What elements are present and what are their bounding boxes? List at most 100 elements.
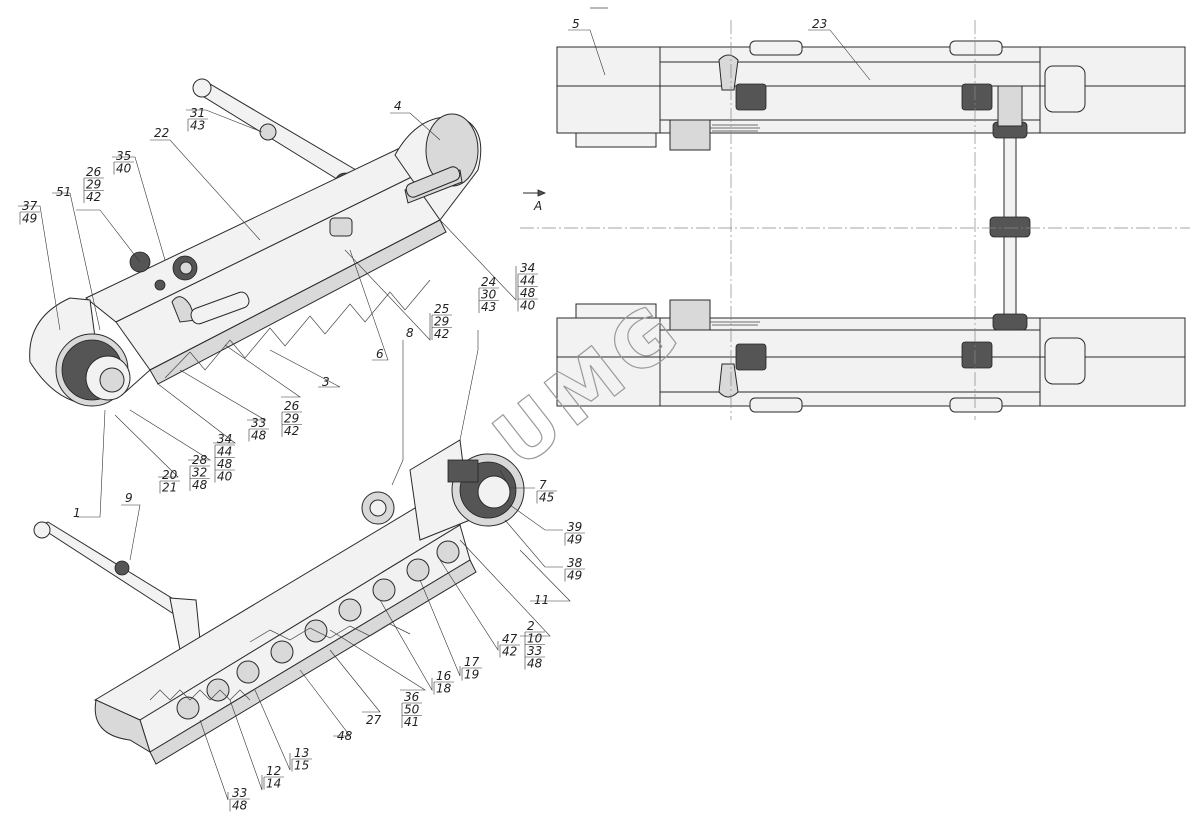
callout-number: 10 <box>527 632 543 646</box>
callout-number: 37 <box>22 199 38 213</box>
callout-number: 48 <box>527 657 543 671</box>
callout-number: 24 <box>481 275 496 289</box>
callout-number: 12 <box>266 764 281 778</box>
callout-number: 33 <box>232 786 247 800</box>
callout-number: 29 <box>284 412 299 426</box>
callout-number: 41 <box>404 715 419 729</box>
callout-number: 34 <box>217 432 232 446</box>
callout-number: 43 <box>481 300 496 314</box>
callout-number: 42 <box>502 645 517 659</box>
callout-c1: 1 <box>73 506 81 520</box>
callouts: 1210334834567458911222324304325294226294… <box>19 17 827 813</box>
callout-number: 4 <box>394 99 402 113</box>
callout-number: 3 <box>322 375 330 389</box>
callout-number: 42 <box>284 424 299 438</box>
callout-number: 49 <box>22 212 37 226</box>
callout-c8: 8 <box>406 326 414 340</box>
callout-number: 36 <box>404 690 420 704</box>
callout-number: 48 <box>217 457 233 471</box>
callout-number: 13 <box>294 746 309 760</box>
callout-number: 9 <box>125 491 133 505</box>
callout-c5: 5 <box>572 17 580 31</box>
callout-number: 45 <box>539 491 554 505</box>
callout-number: 50 <box>404 703 420 717</box>
callout-c23: 23 <box>812 17 827 31</box>
callout-number: 34 <box>520 261 535 275</box>
callout-number: 44 <box>217 445 232 459</box>
callout-number: 30 <box>481 288 497 302</box>
lower-track-assembly <box>33 439 525 765</box>
callout-number: 15 <box>294 759 309 773</box>
callout-number: 48 <box>337 729 353 743</box>
callout-number: 38 <box>567 556 583 570</box>
callout-number: 48 <box>520 286 536 300</box>
callout-number: 31 <box>190 106 205 120</box>
callout-number: 17 <box>464 655 480 669</box>
callout-number: 16 <box>436 669 452 683</box>
callout-number: 8 <box>406 326 414 340</box>
callout-number: 23 <box>812 17 827 31</box>
callout-number: 2 <box>527 619 535 633</box>
callout-c3: 3 <box>322 375 330 389</box>
callout-number: 48 <box>192 478 208 492</box>
callout-c22: 22 <box>154 126 169 140</box>
callout-number: 28 <box>192 453 208 467</box>
callout-c7: 745 <box>536 478 557 505</box>
callout-number: 39 <box>567 520 582 534</box>
callout-number: 48 <box>251 429 267 443</box>
callout-number: 40 <box>116 162 132 176</box>
callout-number: 29 <box>434 315 449 329</box>
callout-c51: 51 <box>56 185 71 199</box>
callout-number: 42 <box>86 190 101 204</box>
callout-number: 51 <box>56 185 71 199</box>
callout-number: 40 <box>217 470 233 484</box>
callout-number: 1 <box>73 506 81 520</box>
callout-number: 42 <box>434 327 449 341</box>
callout-c9: 9 <box>125 491 133 505</box>
callout-number: 49 <box>567 533 582 547</box>
callout-number: 48 <box>232 799 248 813</box>
callout-number: 44 <box>520 274 535 288</box>
callout-c11: 11 <box>534 593 549 607</box>
callout-c48: 48 <box>337 729 353 743</box>
callout-number: 5 <box>572 17 580 31</box>
callout-number: 22 <box>154 126 169 140</box>
upper-track-assembly <box>29 78 482 407</box>
callout-number: 25 <box>434 302 449 316</box>
callout-number: 6 <box>376 347 384 361</box>
callout-c27: 27 <box>366 713 382 727</box>
leader-lines <box>18 29 871 801</box>
callout-number: 47 <box>502 632 518 646</box>
callout-number: 18 <box>436 682 452 696</box>
callout-number: 29 <box>86 178 101 192</box>
callout-number: 33 <box>527 644 542 658</box>
callout-number: 43 <box>190 119 205 133</box>
callout-c6: 6 <box>376 347 384 361</box>
callout-number: 20 <box>162 468 178 482</box>
callout-number: 35 <box>116 149 131 163</box>
callout-number: 7 <box>539 478 547 492</box>
callout-number: 32 <box>192 466 207 480</box>
callout-number: 26 <box>284 399 300 413</box>
callout-number: 49 <box>567 569 582 583</box>
callout-number: 11 <box>534 593 549 607</box>
